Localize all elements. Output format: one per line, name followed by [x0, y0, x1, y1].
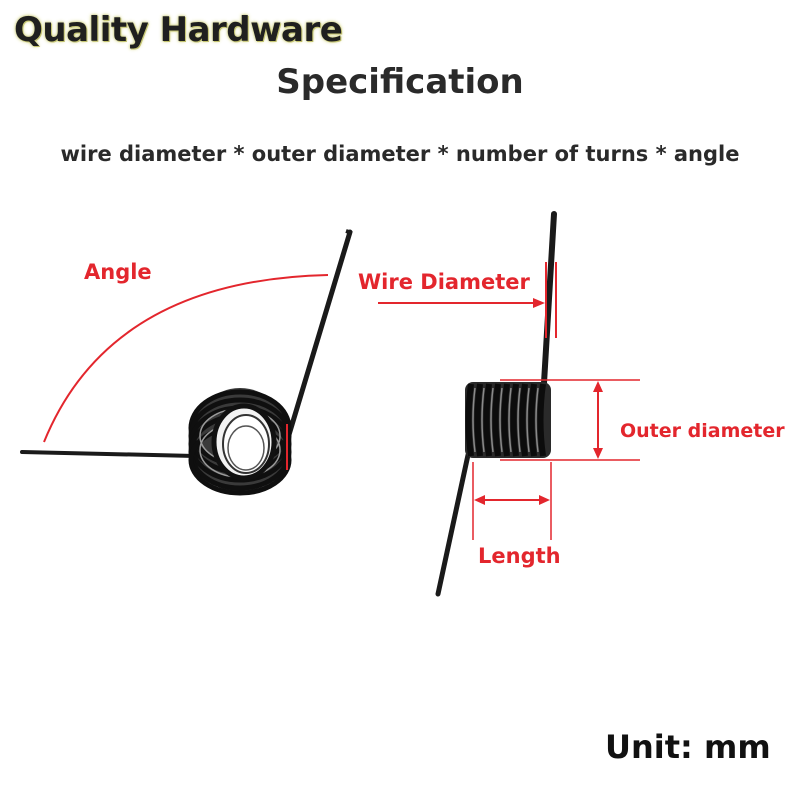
page-title: Specification [276, 62, 524, 102]
outer-diameter-arrowhead-top [593, 381, 603, 392]
left-spring-leg-tip [345, 229, 353, 235]
right-spring-coil [465, 382, 551, 458]
angle-label: Angle [84, 260, 152, 284]
left-spring-coil [188, 388, 292, 496]
left-spring-angled-leg [285, 229, 353, 441]
length-arrowhead-left [474, 495, 485, 505]
outer-diameter-label: Outer diameter [620, 420, 785, 442]
length-label: Length [478, 544, 561, 568]
angle-arc [43, 274, 329, 443]
outer-diameter-arrowhead-bottom [593, 448, 603, 459]
spec-format-subtitle: wire diameter * outer diameter * number … [60, 142, 740, 166]
brand-logo-text: Quality Hardware [14, 10, 343, 50]
left-spring-horizontal-leg [20, 450, 197, 458]
length-arrowhead-right [539, 495, 550, 505]
right-spring-top-leg [541, 211, 557, 386]
unit-label: Unit: mm [605, 728, 771, 766]
wire-diameter-arrowhead [533, 298, 545, 308]
left-torsion-spring [20, 229, 353, 496]
wire-diameter-label: Wire Diameter [358, 270, 530, 294]
right-spring-bottom-leg [435, 452, 471, 597]
right-torsion-spring [378, 211, 640, 597]
